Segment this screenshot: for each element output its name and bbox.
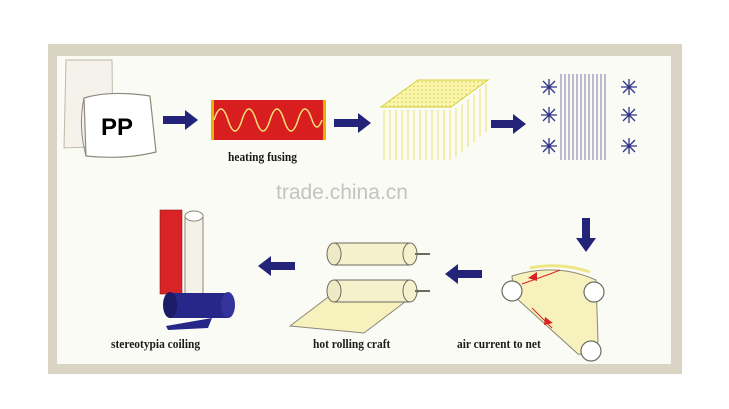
flow-arrow-1: [163, 110, 198, 130]
watermark: trade.china.cn: [276, 181, 408, 204]
flow-arrow-down: [576, 218, 596, 252]
flow-arrow-3: [491, 114, 526, 134]
flow-arrow-2: [334, 113, 371, 133]
heating-fusing-unit: [211, 100, 326, 140]
step-heating-fusing-label: heating fusing: [228, 149, 297, 164]
step-hot-rolling-label: hot rolling craft: [313, 336, 391, 351]
spinning-filaments: [379, 79, 490, 160]
cooling-fan-icon: [541, 79, 637, 154]
pp-material-bags: [63, 59, 157, 158]
step-stereotypia-coiling-label: stereotypia coiling: [111, 336, 201, 351]
cooling-drafting-unit: [541, 74, 637, 160]
air-current-net: [501, 264, 605, 362]
stereotypia-coiler: [159, 209, 235, 330]
flow-arrow-left-2: [258, 256, 295, 276]
flow-arrow-left-1: [445, 264, 482, 284]
step-air-current-label: air current to net: [457, 336, 541, 351]
pp-label: PP: [101, 114, 134, 141]
hot-rolling-rollers: [288, 242, 430, 334]
